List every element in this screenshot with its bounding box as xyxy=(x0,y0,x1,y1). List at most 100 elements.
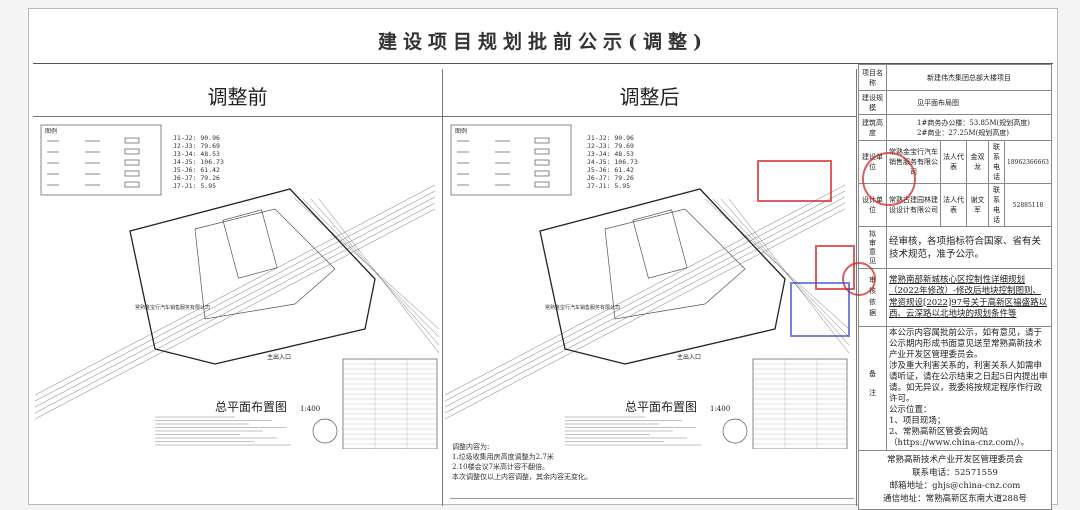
remark-line: 2、常熟高新区管委会网站 xyxy=(889,427,988,437)
road-line xyxy=(720,198,849,346)
j-value: J7-J1: 5.95 xyxy=(173,182,217,190)
legend-symbol xyxy=(534,170,550,177)
j-value: J6-J7: 79.26 xyxy=(587,174,634,182)
building-footprint xyxy=(194,208,336,320)
website-link[interactable]: （https://www.china-cnz.com/）。 xyxy=(889,438,1030,448)
building-footprint xyxy=(632,209,688,279)
label: 备注 xyxy=(858,326,887,451)
j-value: J4-J5: 106.73 xyxy=(587,158,638,166)
road-line xyxy=(35,202,436,414)
legend-box xyxy=(450,124,572,196)
label: 拟审意见 xyxy=(858,226,887,269)
divider xyxy=(450,498,854,499)
j-value: J2-J3: 79.69 xyxy=(587,142,634,150)
entrance-label: 主出入口 xyxy=(267,353,291,361)
north-arrow-icon xyxy=(722,418,748,444)
note-line: 2.10楼会议7米高计容不翻倍。 xyxy=(452,463,550,471)
contact-address: 通信地址：常熟高新区东南大道288号 xyxy=(883,494,1027,504)
remark-line: 1、项目现场； xyxy=(889,416,946,426)
legend-symbol xyxy=(534,137,550,144)
road-line xyxy=(35,184,436,396)
road-line xyxy=(445,184,846,396)
panel-before-heading: 调整前 xyxy=(33,77,442,117)
j-value: J7-J1: 5.95 xyxy=(587,182,631,190)
designer-phone: 52885118 xyxy=(1004,183,1052,227)
legend-symbol xyxy=(124,159,140,166)
j-value: J5-J6: 61.42 xyxy=(173,166,220,174)
plan-scale: 1:400 xyxy=(300,405,320,413)
company-label: 常熟金宝行汽车销售服务有限公司 xyxy=(135,304,210,311)
building-footprint xyxy=(604,208,746,320)
legend-symbol xyxy=(124,170,140,177)
label: 法人代表 xyxy=(940,140,967,184)
project-name: 新建伟杰集团总部大楼项目 xyxy=(886,64,1052,91)
label: 建设规模 xyxy=(858,90,887,115)
legend-symbol xyxy=(124,181,140,188)
legend-symbol xyxy=(124,148,140,155)
legend-title: 图例 xyxy=(455,127,467,135)
note-line: 1.垃圾收集用房高度调整为2.7米 xyxy=(452,453,554,461)
review-opinion: 经审核，各项指标符合国家、省有关技术规范，准予公示。 xyxy=(886,226,1052,269)
builder-rep: 金双龙 xyxy=(966,140,989,184)
north-arrow-icon xyxy=(312,418,338,444)
j-value: J3-J4: 48.53 xyxy=(587,150,634,158)
designer: 常熟古建园林建设设计有限公司 xyxy=(886,183,941,227)
height-line: 2#商业：27.25M(规划高度) xyxy=(917,128,1009,137)
site-boundary xyxy=(539,188,786,365)
j-value: J1-J2: 90.96 xyxy=(587,134,634,142)
authority-name: 常熟高新技术产业开发区管理委员会 xyxy=(886,455,1023,465)
road-line xyxy=(445,202,846,414)
label: 设计单位 xyxy=(858,183,887,227)
j-value: J2-J3: 79.69 xyxy=(173,142,220,150)
road-line xyxy=(35,196,436,408)
label: 建设单位 xyxy=(858,140,887,184)
j-value: J5-J6: 61.42 xyxy=(587,166,634,174)
contact-email[interactable]: 邮箱地址：ghjs@china-cnz.com xyxy=(889,481,1021,491)
label: 联系电话 xyxy=(988,140,1005,184)
adjustment-notes: 调整内容为: 1.垃圾收集用房高度调整为2.7米 2.10楼会议7米高计容不翻倍… xyxy=(452,442,592,482)
height-line: 1#商务办公楼：53.85M(规划高度) xyxy=(917,118,1030,127)
j-value: J4-J5: 106.73 xyxy=(173,158,224,166)
designer-rep: 谢文军 xyxy=(966,183,989,227)
legend-symbol xyxy=(534,148,550,155)
note-line: 调整内容为: xyxy=(452,443,490,451)
contact-phone: 联系电话：52571559 xyxy=(912,468,998,478)
company-label: 常熟金宝行汽车销售服务有限公司 xyxy=(545,304,620,311)
label: 审核依据 xyxy=(858,268,887,327)
road-line xyxy=(302,198,439,338)
plan-scale: 1:400 xyxy=(710,405,730,413)
label: 联系电话 xyxy=(988,183,1005,227)
build-scale: 见平面布局图 xyxy=(886,90,1052,115)
site-boundary xyxy=(129,188,376,365)
plan-title: 总平面布置图 xyxy=(215,400,287,414)
entrance-label: 主出入口 xyxy=(677,353,701,361)
road-line xyxy=(712,198,849,338)
building-footprint xyxy=(222,209,278,279)
review-basis: 常熟南部新城核心区控制性详细规划（2022年修改）-修改后地块控制图则、常资规设… xyxy=(886,268,1052,327)
divider xyxy=(33,63,1053,64)
road-line xyxy=(445,196,846,408)
road-line xyxy=(310,198,439,346)
label: 建筑高度 xyxy=(858,114,887,141)
page-title: 建设项目规划批前公示(调整) xyxy=(378,31,708,53)
label: 法人代表 xyxy=(940,183,967,227)
j-value: J6-J7: 79.26 xyxy=(173,174,220,182)
builder: 常熟金宝行汽车销售服务有限公司 xyxy=(886,140,941,184)
remark-line: 本公示内容属批前公示，如有意见，请于公示期内形成书面意见送至常熟高新技术产业开发… xyxy=(889,328,1043,360)
remark-line: 公示位置： xyxy=(889,405,932,415)
legend-symbol xyxy=(534,159,550,166)
legend-symbol xyxy=(534,181,550,188)
plan-title: 总平面布置图 xyxy=(625,400,697,414)
note-line: 本次调整仅以上内容调整，其余内容无变化。 xyxy=(452,473,592,481)
remark-line: 涉及重大利害关系的，利害关系人如需申请听证，请在公示结束之日起5日内提出申请。如… xyxy=(889,361,1048,404)
j-value: J3-J4: 48.53 xyxy=(173,150,220,158)
legend-box xyxy=(40,124,162,196)
builder-phone: 18962366663 xyxy=(1004,140,1052,184)
